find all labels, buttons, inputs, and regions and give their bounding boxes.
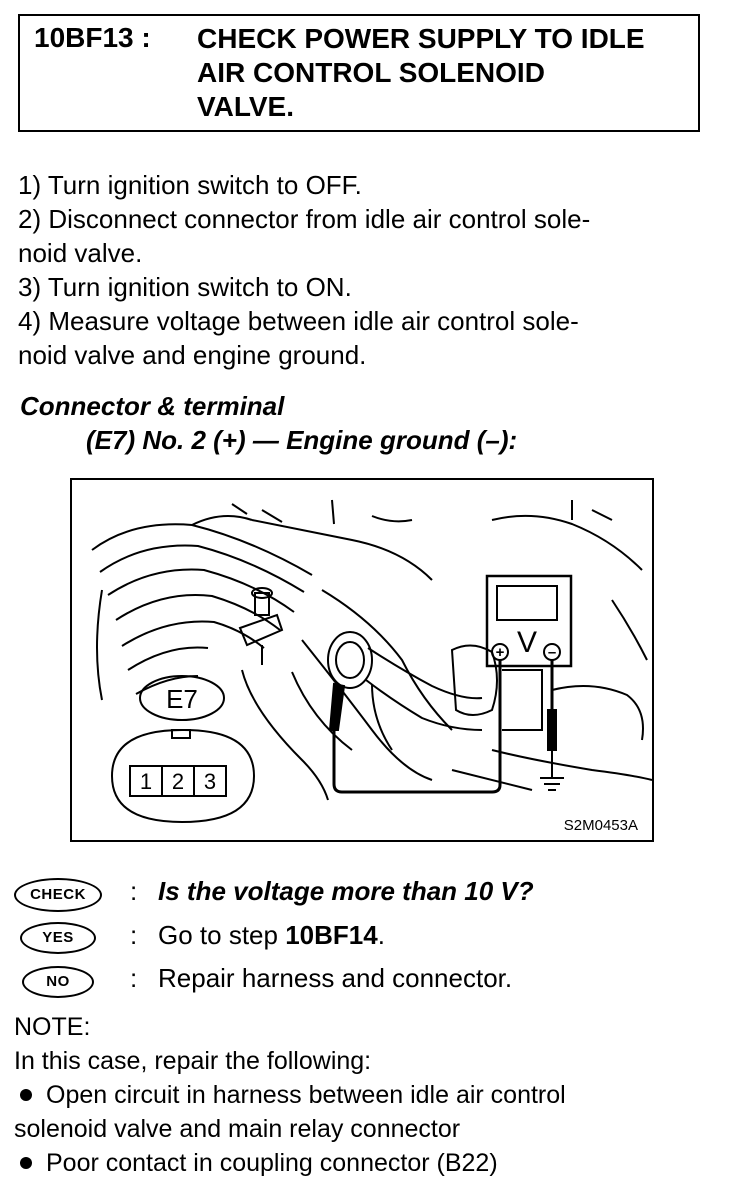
meter-label: V	[517, 626, 537, 659]
note-label: NOTE:	[14, 1013, 91, 1041]
colon: :	[130, 920, 138, 950]
colon: :	[130, 963, 138, 993]
step-line: 1) Turn ignition switch to OFF.	[18, 170, 362, 200]
no-badge: NO	[22, 966, 94, 998]
engine-illustration: E7 1 2 3 V + –	[91, 499, 653, 824]
note-intro: In this case, repair the following:	[14, 1047, 372, 1075]
yes-action-suffix: .	[377, 920, 385, 950]
check-question: Is the voltage more than 10 V?	[158, 876, 534, 906]
no-action: Repair harness and connector.	[158, 963, 513, 993]
minus-terminal-symbol: –	[548, 644, 556, 661]
step-title-line: AIR CONTROL SOLENOID	[197, 57, 545, 88]
note-bullet-item: Open circuit in harness between idle air…	[14, 1078, 724, 1112]
colon: :	[130, 876, 138, 906]
yes-action-prefix: Go to step	[158, 920, 286, 950]
step-code: 10BF13 :	[34, 22, 151, 53]
step-line: noid valve and engine ground.	[18, 340, 367, 370]
step-title-line: CHECK POWER SUPPLY TO IDLE	[197, 23, 645, 54]
step-header-box: 10BF13 : CHECK POWER SUPPLY TO IDLE AIR …	[18, 14, 700, 132]
plus-terminal-symbol: +	[496, 644, 505, 661]
note-bullet-text: Open circuit in harness between idle air…	[46, 1081, 566, 1109]
step-line: 3) Turn ignition switch to ON.	[18, 272, 352, 302]
bullet-icon	[20, 1156, 32, 1169]
pin-label: 1	[140, 769, 152, 794]
note-bullet-continuation: solenoid valve and main relay connector	[14, 1115, 461, 1143]
step-line: noid valve.	[18, 238, 143, 268]
procedure-steps: 1) Turn ignition switch to OFF. 2) Disco…	[18, 168, 718, 372]
pin-label: 2	[172, 769, 184, 794]
note-block: NOTE: In this case, repair the following…	[14, 1010, 724, 1180]
note-bullet-item: Poor contact in coupling connector (B22)	[14, 1146, 724, 1180]
connector-spec: (E7) No. 2 (+) — Engine ground (–):	[86, 425, 518, 455]
step-title: CHECK POWER SUPPLY TO IDLE AIR CONTROL S…	[197, 22, 645, 124]
check-badge: CHECK	[14, 878, 102, 912]
bullet-icon	[20, 1088, 32, 1101]
step-line: 2) Disconnect connector from idle air co…	[18, 204, 591, 234]
figure-id: S2M0453A	[563, 817, 638, 834]
measurement-diagram: E7 1 2 3 V + – S2M0453A	[70, 478, 654, 842]
yes-action: Go to step 10BF14.	[158, 920, 385, 951]
yes-target-step: 10BF14	[285, 920, 378, 950]
connector-label: E7	[166, 684, 198, 714]
yes-badge: YES	[20, 922, 96, 954]
step-title-line: VALVE.	[197, 91, 294, 122]
step-line: 4) Measure voltage between idle air cont…	[18, 306, 579, 336]
connector-heading: Connector & terminal	[20, 391, 285, 421]
note-bullet-text: Poor contact in coupling connector (B22)	[46, 1149, 498, 1177]
pin-label: 3	[204, 769, 216, 794]
